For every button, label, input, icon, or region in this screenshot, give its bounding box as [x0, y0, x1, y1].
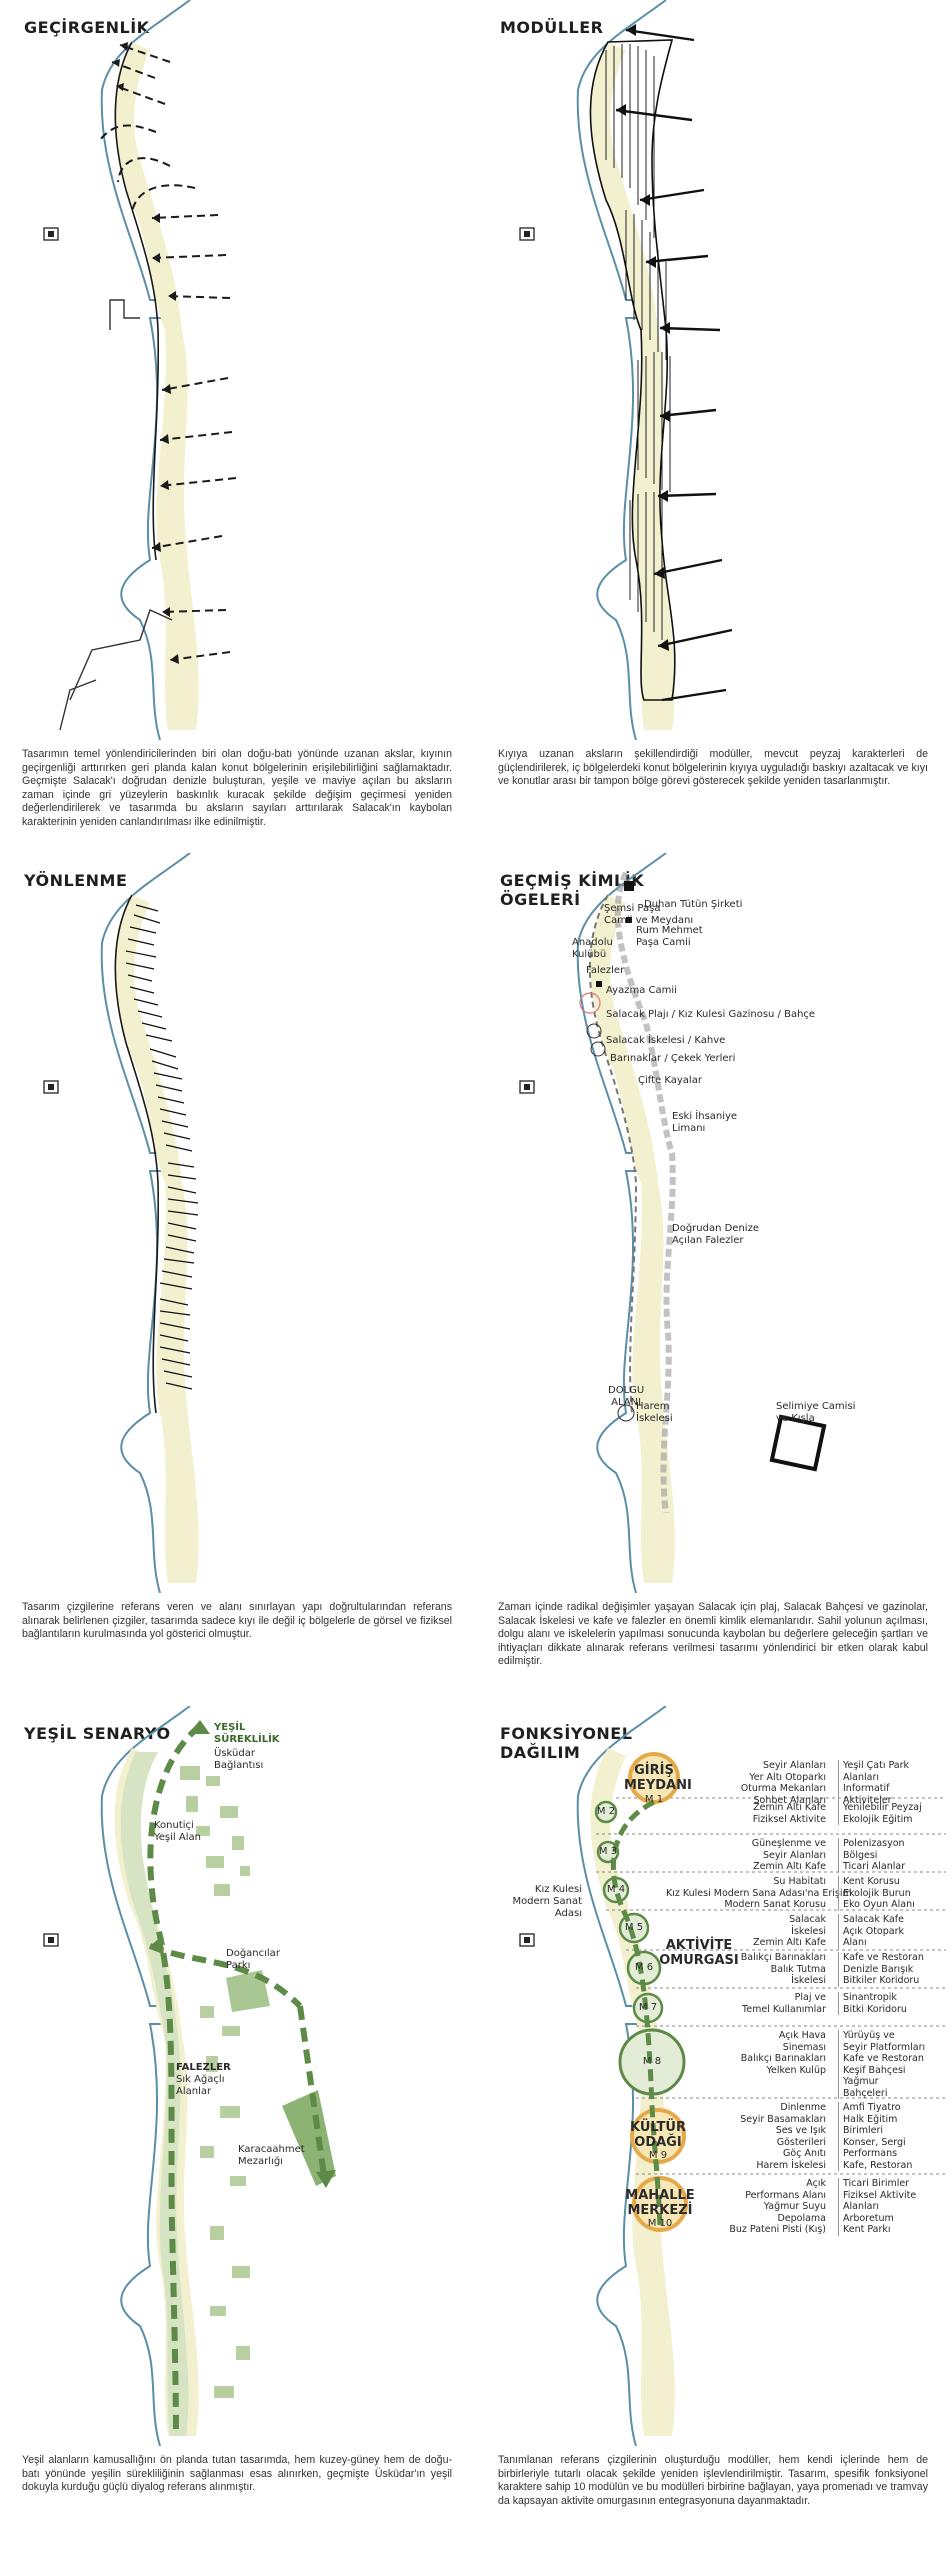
function-left-list: Zemin Altı Kafe Fiziksel Aktivite: [666, 1802, 826, 1825]
label-doganci: Doğancılar Parkı: [226, 1948, 280, 1972]
label-dogrudan: Doğrudan Denize Açılan Falezler: [672, 1223, 759, 1247]
label-m4: M 4: [602, 1884, 630, 1896]
label-cifte: Çifte Kayalar: [638, 1075, 702, 1087]
ayazma-building: [596, 981, 602, 987]
panel-moduller: MODÜLLER Kıyıya uzanan aksların şekillen…: [476, 0, 952, 853]
maidens-tower-icon: [520, 1934, 534, 1946]
orientation-map: [0, 853, 476, 1593]
function-left-list: Plaj ve Temel Kullanımlar: [666, 1992, 826, 2015]
panel-caption: Zaman içinde radikal değişimler yaşayan …: [498, 1601, 928, 1669]
function-left-list: Güneşlenme ve Seyir Alanları Zemin Altı …: [666, 1838, 826, 1873]
function-left-list: Balıkçı Barınakları Balık Tutma İskelesi: [666, 1952, 826, 1987]
label-falezler: Falezler: [586, 965, 624, 977]
panel-yonlenme: YÖNLENME Tasarım çizgilerine referans ve…: [0, 853, 476, 1706]
function-left-list: Seyir Alanları Yer Altı Otoparkı Oturma …: [666, 1760, 826, 1806]
label-harem: Harem İskelesi: [636, 1401, 673, 1425]
maidens-tower-icon: [520, 228, 534, 240]
function-left-list: Açık Hava Sineması Balıkçı Barınakları Y…: [666, 2030, 826, 2076]
function-right-list: Salacak Kafe Açık Otopark Alanı: [838, 1914, 949, 1949]
function-right-list: Yenilebilir Peyzaj Ekolojik Eğitim: [838, 1802, 949, 1825]
maidens-tower-icon: [44, 1934, 58, 1946]
function-right-list: Polenizasyon Bölgesi Ticari Alanlar: [838, 1838, 949, 1873]
function-right-list: Kafe ve Restoran Denizle Barışık Bitkile…: [838, 1952, 949, 1987]
label-duhan: Duhan Tütün Şirketi: [644, 899, 742, 911]
function-left-list: Dinlenme Seyir Basamakları Ses ve Işık G…: [666, 2102, 826, 2171]
function-left-list: Su Habitatı Kız Kulesi Modern Sana Adası…: [666, 1876, 826, 1911]
label-kiz-kulesi: Kız Kulesi Modern Sanat Adası: [486, 1884, 582, 1920]
label-m7: M 7: [634, 2002, 662, 2014]
arrowhead: [188, 1720, 210, 1734]
maidens-tower-icon: [44, 1081, 58, 1093]
modules-map: [476, 0, 952, 740]
pier: [110, 300, 140, 330]
function-left-list: Salacak İskelesi Zemin Altı Kafe: [666, 1914, 826, 1949]
function-right-list: Ticari Birimler Fiziksel Aktivite Alanla…: [838, 2178, 949, 2236]
label-ayazma: Ayazma Camii: [606, 985, 677, 997]
label-plaj: Salacak Plajı / Kız Kulesi Gazinosu / Ba…: [606, 1009, 815, 1021]
function-right-list: Yürüyüş ve Seyir Platformları Kafe ve Re…: [838, 2030, 949, 2099]
label-m5: M 5: [620, 1922, 648, 1934]
label-anadolu: Anadolu Kulübü: [572, 937, 613, 961]
label-m2: M 2: [592, 1806, 620, 1818]
function-right-list: Amfi Tiyatro Halk Eğitim Birimleri Konse…: [838, 2102, 949, 2171]
label-uskudar: Üsküdar Bağlantısı: [214, 1748, 263, 1772]
maidens-tower-icon: [44, 228, 58, 240]
label-konutici: Konutiçi Yeşil Alan: [154, 1820, 201, 1844]
label-m3: M 3: [594, 1846, 622, 1858]
function-right-list: Kent Korusu Ekolojik Burun Eko Oyun Alan…: [838, 1876, 949, 1911]
duhan-building: [624, 881, 634, 891]
panel-caption: Tasarımın temel yönlendiricilerinden bir…: [22, 748, 452, 830]
label-m8: M 8: [638, 2056, 666, 2068]
panel-caption: Tasarım çizgilerine referans veren ve al…: [22, 1601, 452, 1642]
function-right-list: Yeşil Çatı Park Alanları Informatif Akti…: [838, 1760, 949, 1806]
label-karaca: Karacaahmet Mezarlığı: [238, 2144, 305, 2168]
maidens-tower-icon: [520, 1081, 534, 1093]
permeability-map: [0, 0, 476, 740]
panel-caption: Kıyıya uzanan aksların şekillendirdiği m…: [498, 748, 928, 789]
function-left-list: Açık Performans Alanı Yağmur Suyu Depola…: [666, 2178, 826, 2236]
panel-caption: Yeşil alanların kamusallığını ön planda …: [22, 2454, 452, 2495]
panel-yesil-senaryo: YEŞİL SENARYO YEŞİL SÜREKLİLİK Üsküdar B…: [0, 1706, 476, 2559]
label-selimiye: Selimiye Camisi ve Kışla: [776, 1401, 855, 1425]
function-right-list: Sinantropik Bitki Koridoru: [838, 1992, 949, 2015]
label-barinak: Barınaklar / Çekek Yerleri: [610, 1053, 735, 1065]
panel-gecirgenlik: GEÇİRGENLİK Tasarımın temel yönlendirici…: [0, 0, 476, 853]
label-iskele: Salacak İskelesi / Kahve: [606, 1035, 725, 1047]
label-rum: Rum Mehmet Paşa Camii: [636, 925, 703, 949]
green-scenario-map: [0, 1706, 476, 2446]
harbor-wall: [70, 610, 172, 700]
panel-caption: Tanımlanan referans çizgilerinin oluştur…: [498, 2454, 928, 2508]
harbor-wall: [60, 680, 96, 730]
module-arrows: [616, 30, 732, 700]
label-eski: Eski İhsaniye Limanı: [672, 1111, 737, 1135]
label-sik: Sık Ağaçlı Alanlar: [176, 2074, 224, 2098]
label-falezler: FALEZLER: [176, 2062, 231, 2074]
label-sureklilik: YEŞİL SÜREKLİLİK: [214, 1722, 280, 1746]
